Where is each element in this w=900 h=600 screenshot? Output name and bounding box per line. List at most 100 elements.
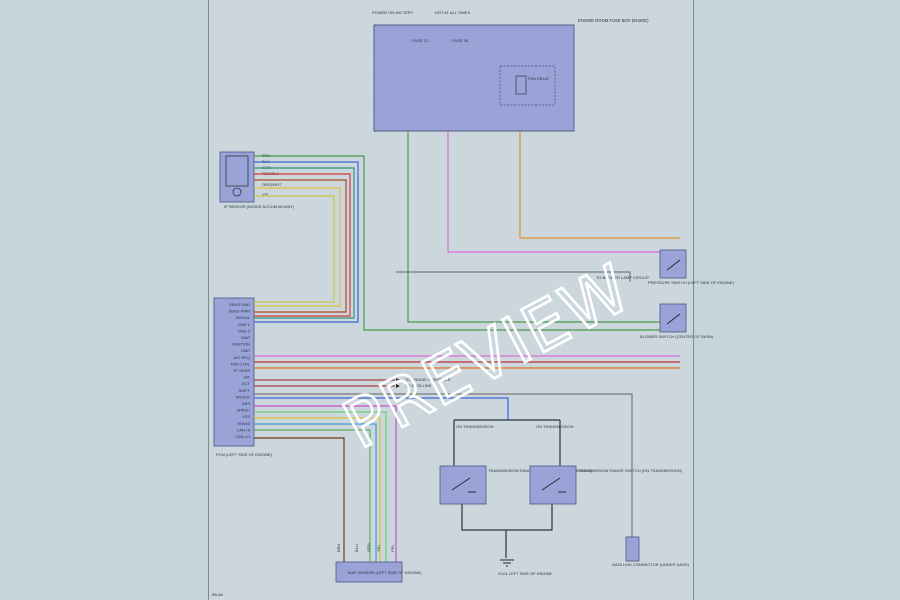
wire: [254, 155, 660, 331]
top-module-box: [373, 24, 575, 132]
wire: [254, 411, 387, 562]
blower-switch-label: BLOWER SWITCH (CENTER OF DASH): [640, 334, 714, 339]
pcm-label: PCM (LEFT SIDE OF ENGINE): [216, 452, 273, 457]
wire: [254, 173, 351, 317]
pcm-pin-label: GND 1: [238, 322, 251, 327]
bottom-wire-3: GRN: [366, 543, 371, 552]
top-module: ENGINE ROOM FUSE BOX (INSIDE) POWER ON B…: [372, 10, 649, 132]
blower-switch-box: [659, 303, 687, 333]
wire: [254, 417, 381, 562]
wire: [254, 167, 355, 319]
bottom-wire-1: BRN: [336, 543, 341, 552]
pressure-switch-icon: [666, 259, 681, 271]
top-header-left: POWER ON BATTERY: [372, 10, 414, 15]
arrow-icon: [396, 384, 400, 388]
connector-small-label: DATA LINK CONNECTOR (UNDER DASH): [612, 562, 690, 567]
pcm-pin-label: CMP: [241, 348, 250, 353]
top-module-label: ENGINE ROOM FUSE BOX (INSIDE): [578, 18, 649, 23]
wire: [254, 187, 341, 307]
sensor-motor-icon: [232, 187, 242, 197]
pcm-pin-label: SIGNAL: [235, 315, 250, 320]
wire: [254, 195, 335, 303]
sensor-left-wire-5: ORG/WHT: [262, 182, 282, 187]
pressure-switch-box: [659, 249, 687, 279]
arrow-icon: [396, 378, 400, 382]
wire: [254, 437, 345, 562]
wire: [254, 405, 397, 562]
sensor-left-box: [219, 151, 255, 203]
bottom-module: MAF SENSOR (LEFT SIDE OF ENGINE) BRN BLU…: [335, 543, 422, 583]
pcm-pin-label: CAN LO: [235, 434, 250, 439]
bottom-module-box: [335, 561, 403, 583]
pcm-pin-label: SENS GND: [229, 302, 250, 307]
wire: [254, 179, 347, 313]
wire: [254, 393, 633, 537]
pcm-pin-label: ABS: [242, 401, 250, 406]
wire: [254, 429, 371, 562]
bottom-wire-2: BLU: [354, 544, 359, 552]
sw-right-contact-icon: [541, 477, 566, 493]
pcm-pin-label: KNOCK: [236, 394, 251, 399]
wire: [453, 419, 561, 466]
pcm-pin-label: TP SENS: [233, 368, 250, 373]
wire: [254, 423, 377, 562]
pcm-pin-label: SENS PWR: [229, 309, 250, 314]
wires: [254, 131, 680, 562]
wire: [519, 131, 680, 239]
sw-right-header: ON TRANSMISSION: [536, 424, 574, 429]
wire: [396, 271, 631, 282]
sensor-left-element-icon: [225, 155, 249, 187]
note-data-link: TO DATA LINK: [405, 383, 432, 388]
wire: [447, 131, 660, 253]
fuse-1: FUSE 12: [412, 38, 429, 43]
sw-left-header: ON TRANSMISSION: [456, 424, 494, 429]
pcm-box: [213, 297, 255, 447]
sensor-left-wire-6: YEL: [262, 192, 270, 197]
pcm-pin-label: IGNITION: [232, 342, 250, 347]
relay-coil-icon: [515, 75, 527, 95]
sw-right-box: [529, 465, 577, 505]
pcm-pin-label: MAP: [241, 335, 250, 340]
blower-switch-icon: [666, 313, 681, 325]
pressure-switch-label: PRESSURE SWITCH (LEFT SIDE OF ENGINE): [648, 280, 735, 285]
ground-icon: [500, 559, 514, 567]
transmission-switches: ON TRANSMISSION TRANSMISSION RANGE SWITC…: [439, 424, 683, 505]
sw-left-contact-icon: [451, 477, 476, 493]
relay-box: [499, 65, 556, 106]
pcm-pin-label: SHIFT: [238, 388, 250, 393]
sheet-id: B5-68: [212, 592, 223, 597]
bottom-module-label: MAF SENSOR (LEFT SIDE OF ENGINE): [348, 570, 422, 575]
wire: [254, 397, 509, 420]
sw-left-box: [439, 465, 487, 505]
bottom-wire-4: YEL: [376, 544, 381, 552]
top-header-right: HOT AT ALL TIMES: [435, 10, 470, 15]
pcm-pin-label: TRANS: [236, 421, 250, 426]
wire: [407, 131, 660, 323]
note-blower-lamp: TO BLOWER LAMP CIRCUIT: [596, 275, 650, 280]
connector-small-box: [625, 536, 640, 562]
pcm-pin-label: A/C REQ: [234, 355, 250, 360]
pcm-pin-label: GND 2: [238, 328, 251, 333]
relay-label: FAN RELAY: [528, 76, 550, 81]
top-module-outline: [373, 24, 575, 132]
wire: [254, 161, 359, 323]
pcm-pin-label: FAN CTRL: [231, 361, 251, 366]
pcm-pin-label: VSS: [242, 414, 250, 419]
sw-right-label: TRANSMISSION RANGE SWITCH (ON TRANSMISSI…: [578, 468, 683, 473]
pcm-pin-label: SPEED: [236, 408, 250, 413]
fuse-2: FUSE 35: [452, 38, 469, 43]
pcm-pin-label: IAT: [244, 375, 250, 380]
wire: [461, 504, 553, 558]
right-switches: PRESSURE SWITCH (LEFT SIDE OF ENGINE) BL…: [405, 249, 735, 388]
pcm-pin-label: ECT: [242, 381, 251, 386]
pcm-pin-label: CAN HI: [236, 427, 250, 432]
note-engine-controls: TO ENGINE CONTROLS: [405, 377, 451, 382]
ground-label: G101 LEFT SIDE OF ENGINE: [498, 571, 552, 576]
bottom-wire-5: PPL: [390, 544, 395, 552]
data-link-connector: DATA LINK CONNECTOR (UNDER DASH): [612, 536, 690, 567]
sensor-left-label: IP SENSOR (INSIDE ACCUM MOUNT): [224, 204, 295, 209]
ground-point: G101 LEFT SIDE OF ENGINE: [498, 559, 552, 576]
